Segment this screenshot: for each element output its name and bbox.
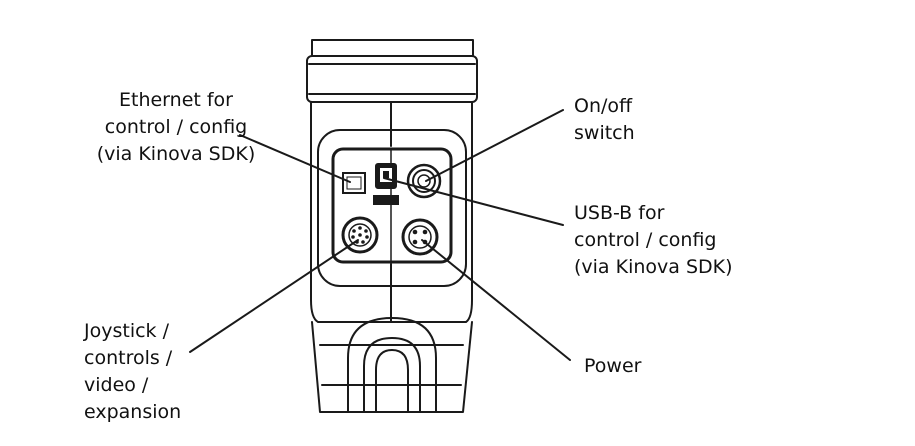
usb-leader-line xyxy=(383,177,564,226)
onoff-label-line: On/off xyxy=(574,95,633,117)
connector-panel xyxy=(331,147,453,264)
joystick-label: Joystick / controls / video / expansion xyxy=(84,318,181,426)
power-leader-line xyxy=(421,239,571,361)
joystick-leader-line xyxy=(189,239,359,353)
ethernet-label: Ethernet for control / config (via Kinov… xyxy=(88,87,264,168)
power-switch xyxy=(406,163,442,199)
usb-b-port xyxy=(373,163,399,205)
joystick-label-line: video / xyxy=(84,374,149,396)
power-label: Power xyxy=(584,353,641,380)
ethernet-label-line: control / config xyxy=(104,116,248,138)
joystick-label-line: Joystick / xyxy=(84,320,169,342)
usb-label-line: control / config xyxy=(574,229,717,251)
power-connector xyxy=(401,218,439,256)
ethernet-label-line: Ethernet for xyxy=(118,89,233,111)
joystick-label-line: expansion xyxy=(84,401,182,423)
ethernet-leader-line xyxy=(239,134,351,183)
usb-label: USB-B for control / config (via Kinova S… xyxy=(574,200,733,281)
device-outline xyxy=(306,39,478,413)
joystick-label-line: controls / xyxy=(84,347,173,369)
power-label-line: Power xyxy=(584,355,642,377)
usb-label-line: USB-B for xyxy=(574,202,665,224)
onoff-label: On/off switch xyxy=(574,93,635,147)
onoff-leader-line xyxy=(425,109,564,182)
joystick-connector xyxy=(341,216,379,254)
onoff-label-line: switch xyxy=(574,122,635,144)
ethernet-label-line: (via Kinova SDK) xyxy=(96,143,256,165)
ethernet-port xyxy=(342,172,366,194)
leader-lines xyxy=(189,109,571,361)
usb-label-line: (via Kinova SDK) xyxy=(574,256,733,278)
